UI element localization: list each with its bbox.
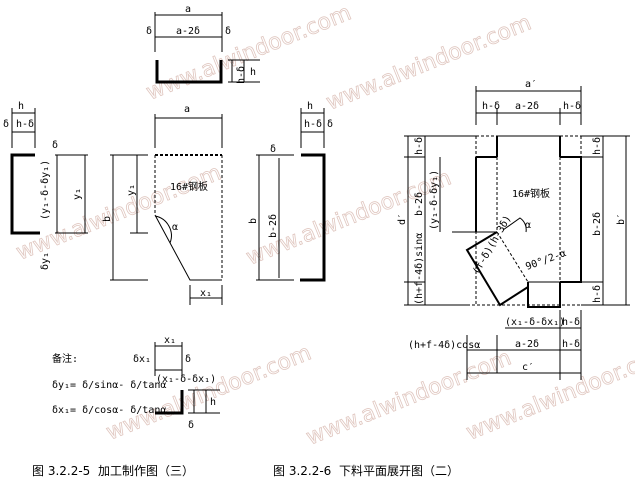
dim-hd: h-δ xyxy=(562,339,580,350)
dim-b2d: b-2δ xyxy=(268,214,279,238)
dim-y1expr: (y₁-δ-δy₁) xyxy=(429,170,440,230)
dim-dx1: δx₁ xyxy=(133,354,151,365)
note-line: δy₁= δ/sinα- δ/tanα xyxy=(52,380,166,391)
dim-hd: h-δ xyxy=(592,285,603,303)
dim-a2d: a-2δ xyxy=(515,101,539,112)
dim-sinexpr: (h+f-4δ)sinα xyxy=(414,233,425,305)
dim-delta: δ xyxy=(52,140,58,151)
dim-y1expr: (y₁-δ-δy₁) xyxy=(40,160,51,220)
dim-hd: h-δ xyxy=(592,137,603,155)
dim-h: h xyxy=(307,101,313,112)
left-l-profile: h h-δ δ δ (y₁-δ-δy₁) y₁ δy₁ xyxy=(3,101,88,270)
center-label: 16#钢板 xyxy=(512,187,550,200)
dim-cp: c′ xyxy=(522,362,534,373)
unfolding-plan: a′ h-δ a-2δ h-δ 16#钢板 α 90°/2-α (f-δ)(h-… xyxy=(397,79,630,380)
dim-hd: h-δ xyxy=(304,119,322,130)
dim-h: h xyxy=(210,397,216,408)
dim-bp: b′ xyxy=(616,213,627,225)
dim-hd: h-δ xyxy=(16,119,34,130)
bottom-small-profile: x₁ δx₁ δ (x₁-δ-δx₁) h δ xyxy=(133,335,220,431)
dim-ap: a′ xyxy=(525,79,537,90)
notes-title: 备注: xyxy=(52,352,78,365)
dim-x1expr: (x₁-δ-δx₁) xyxy=(505,317,565,328)
watermark: www.alwindoor.com xyxy=(323,11,535,116)
dim-delta: δ xyxy=(327,119,333,130)
dim-dy1: δy₁ xyxy=(40,252,51,270)
angle-alpha: α xyxy=(525,220,531,231)
right-l-profile: h h-δ δ b b-2δ δ xyxy=(248,101,333,282)
dim-a: a xyxy=(185,4,191,15)
center-plate: a α 16#钢板 b y₁ x₁ xyxy=(102,104,223,305)
notes: 备注: δy₁= δ/sinα- δ/tanα δx₁= δ/cosα- δ/t… xyxy=(52,352,166,416)
dim-hd: h-δ xyxy=(482,101,500,112)
dim-delta: δ xyxy=(146,26,152,37)
dim-b: b xyxy=(248,218,259,224)
dim-delta: δ xyxy=(270,144,276,155)
dim-hd: h-δ xyxy=(414,137,425,155)
dim-y1: y₁ xyxy=(126,184,137,196)
dim-a2d: a-2δ xyxy=(515,339,539,350)
dim-a2d: a-2δ xyxy=(176,26,200,37)
watermark: www.alwindoor.com xyxy=(143,1,355,106)
dim-b: b xyxy=(102,216,113,222)
center-label: 16#钢板 xyxy=(170,180,208,193)
caption-left: 图 3.2.2-5 加工制作图（三） xyxy=(32,464,194,478)
dim-hd: h-δ xyxy=(236,66,247,84)
dim-b2d: b-2δ xyxy=(414,192,425,216)
dim-delta: δ xyxy=(188,420,194,431)
angle-half: 90°/2-α xyxy=(524,248,567,273)
dim-x1expr: (x₁-δ-δx₁) xyxy=(156,374,216,385)
angle-alpha: α xyxy=(172,222,178,233)
dim-delta: δ xyxy=(225,26,231,37)
top-u-profile: a a-2δ δ δ h h-δ xyxy=(146,4,260,84)
dim-hd: h-δ xyxy=(562,317,580,328)
dim-cosexpr: (h+f-4δ)cosα xyxy=(408,340,480,351)
caption-right: 图 3.2.2-6 下料平面展开图（二） xyxy=(273,464,459,478)
dim-y1: y₁ xyxy=(72,188,83,200)
dim-hd: h-δ xyxy=(563,101,581,112)
dim-delta: δ xyxy=(3,119,9,130)
dim-h: h xyxy=(250,67,256,78)
dim-delta: δ xyxy=(185,354,191,365)
dim-dp: d′ xyxy=(397,213,408,225)
dim-h: h xyxy=(18,101,24,112)
dim-x1: x₁ xyxy=(200,288,212,299)
dim-a: a xyxy=(184,104,190,115)
note-line: δx₁= δ/cosα- δ/tanα xyxy=(52,405,166,416)
dim-hf3: (f-δ)(h-3δ) xyxy=(471,214,514,277)
dim-b2d: b-2δ xyxy=(592,212,603,236)
dim-x1: x₁ xyxy=(164,335,176,346)
